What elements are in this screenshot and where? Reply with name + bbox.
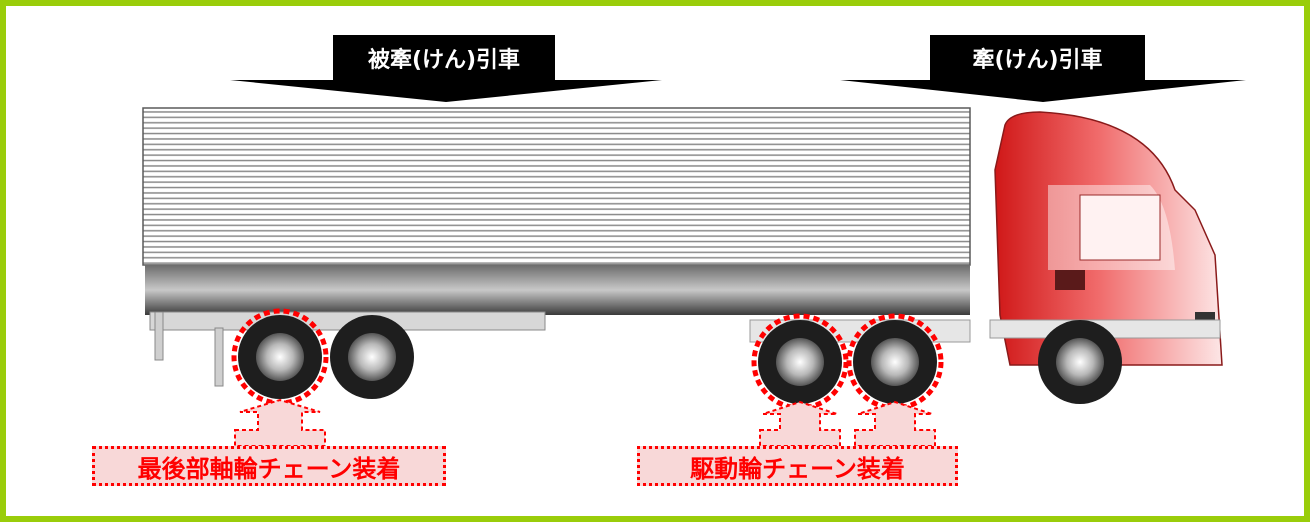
- trailer-rear-wheel: [231, 308, 329, 406]
- drive-wheel-front: [846, 313, 944, 411]
- steer-wheel: [1038, 320, 1122, 404]
- trailer-chassis: [145, 265, 970, 315]
- tractor-label: 牽(けん)引車: [930, 35, 1145, 80]
- trailer-front-wheel: [330, 315, 414, 399]
- arrow-drive-front: [854, 400, 936, 447]
- rear-axle-callout: 最後部軸輪チェーン装着: [92, 446, 446, 486]
- cab-window: [1079, 194, 1161, 261]
- trailer-label: 被牽(けん)引車: [333, 35, 555, 80]
- arrow-rear-axle: [234, 398, 326, 447]
- drive-wheel-rear: [751, 313, 849, 411]
- arrow-drive-rear: [759, 400, 841, 447]
- trailer-box: [142, 107, 971, 266]
- drive-wheel-callout: 駆動輪チェーン装着: [637, 446, 958, 486]
